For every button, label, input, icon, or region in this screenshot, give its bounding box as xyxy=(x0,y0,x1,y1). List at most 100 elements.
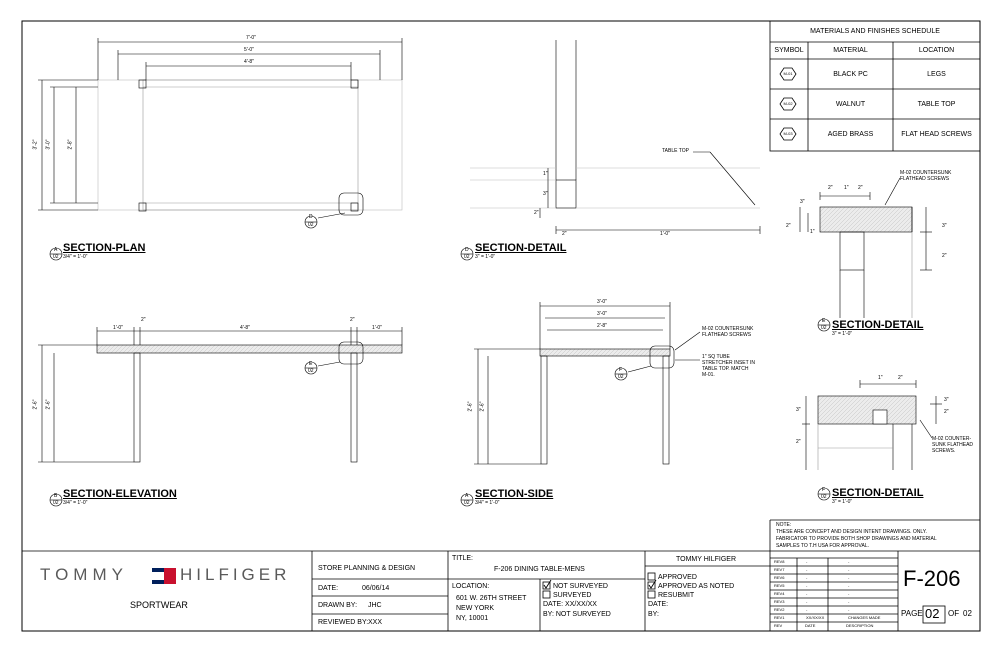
callout-d-sheet: 02 xyxy=(308,222,314,228)
drawn-by-label: DRAWN BY: xyxy=(318,602,358,609)
approved-label: APPROVED xyxy=(658,574,697,581)
callout-d-letter: D xyxy=(309,214,313,220)
section-detail-top-drawing xyxy=(460,40,761,261)
rev-header-date: DATE xyxy=(805,623,816,628)
materials-header-symbol: SYMBOL xyxy=(774,47,804,54)
scale-section-side: 3/4" = 1'-0" xyxy=(475,500,500,506)
revision-date-cell: - xyxy=(806,583,808,588)
dim-f-2b: 2" xyxy=(796,439,801,445)
resubmit-label: RESUBMIT xyxy=(658,592,695,599)
note-side-tube: 1" SQ TUBE STRETCHER INSET IN TABLE TOP.… xyxy=(702,354,755,378)
revision-date-cell: - xyxy=(806,567,808,572)
materials-row-1-symbol: M-01 xyxy=(783,71,793,76)
location-line-1: 601 W. 26TH STREET xyxy=(456,595,527,602)
section-elevation-drawing xyxy=(38,327,403,507)
approved-as-noted-label: APPROVED AS NOTED xyxy=(658,583,735,590)
scale-section-elevation: 3/4" = 1'-0" xyxy=(63,500,88,506)
callout-e-sheet: 02 xyxy=(308,368,314,374)
dim-e-2a: 2" xyxy=(828,185,833,191)
date-label: DATE: xyxy=(318,585,339,592)
dim-plan-7ft: 7'-0" xyxy=(246,35,256,41)
title-section-detail-e: SECTION-DETAIL xyxy=(832,319,924,331)
revision-date-cell: - xyxy=(806,559,808,564)
dim-elev-2-l: 2" xyxy=(141,317,146,323)
tag-plan-letter: A xyxy=(54,247,58,253)
revision-rev-cell: REV2 xyxy=(774,607,785,612)
survey-by-line: BY: NOT SURVEYED xyxy=(543,611,611,618)
tag-detail-f-letter: F xyxy=(822,487,826,493)
tommy-flag-logo xyxy=(152,568,176,584)
revision-date-cell: XX/XX/XX xyxy=(806,615,825,620)
rev-header-description: DESCRIPTION xyxy=(846,623,874,628)
dim-side-h-a: 2'-6" xyxy=(467,401,474,412)
dim-elev-2-r: 2" xyxy=(350,317,355,323)
title-section-detail-f: SECTION-DETAIL xyxy=(832,487,924,499)
title-section-side: SECTION-SIDE xyxy=(475,488,554,500)
tag-detail-sheet: 02 xyxy=(464,254,470,260)
materials-row-1-location: LEGS xyxy=(927,71,946,78)
materials-row-3-material: AGED BRASS xyxy=(827,131,874,138)
materials-row-3-symbol: M-03 xyxy=(783,131,793,136)
note-table-top: TABLE TOP xyxy=(662,148,689,154)
dim-elev-1ft-l: 1'-0" xyxy=(113,325,123,331)
scale-section-detail-f: 3" = 1'-0" xyxy=(832,499,853,505)
revision-desc-cell: - xyxy=(848,591,850,596)
reviewed-by-value: XXX xyxy=(368,619,383,626)
revision-date-cell: - xyxy=(806,575,808,580)
tag-detail-e-letter: E xyxy=(822,318,826,324)
location-label: LOCATION: xyxy=(452,583,490,590)
revision-rev-cell: REV3 xyxy=(774,599,785,604)
dim-plan-4ft8: 4'-8" xyxy=(244,59,254,65)
page-label: PAGE xyxy=(901,609,923,618)
materials-title: MATERIALS AND FINISHES SCHEDULE xyxy=(810,28,940,35)
of-label: OF xyxy=(948,609,960,618)
materials-table-grid xyxy=(769,20,981,152)
materials-row-1-material: BLACK PC xyxy=(833,71,868,78)
sheet-number: F-206 xyxy=(903,566,961,591)
approval-date-label: DATE: xyxy=(648,601,669,608)
dim-elev-h-b: 2'-6" xyxy=(45,399,52,410)
revision-date-cell: - xyxy=(806,599,808,604)
callout-f-letter: F xyxy=(619,367,623,373)
dim-side-3ft2: 3'-0" xyxy=(597,299,607,305)
scale-section-plan: 3/4" = 1'-0" xyxy=(63,254,88,260)
note-box xyxy=(769,519,980,551)
note-e-screws: M-02 COUNTERSUNK FLATHEAD SCREWS xyxy=(900,170,952,182)
revision-date-cell: - xyxy=(806,591,808,596)
page-number: 02 xyxy=(925,606,940,621)
location-line-3: NY, 10001 xyxy=(456,615,489,622)
scale-section-detail-top: 3" = 1'-0" xyxy=(475,254,496,260)
tag-elev-sheet: 02 xyxy=(53,500,59,506)
reviewed-by-label: REVIEWED BY: xyxy=(318,619,369,626)
location-line-2: NEW YORK xyxy=(456,605,494,612)
dim-plan-left-c: 2'-8" xyxy=(67,139,74,150)
dim-e-2c: 2" xyxy=(942,253,947,259)
title-label: TITLE: xyxy=(452,555,474,562)
revision-desc-cell: - xyxy=(848,567,850,572)
rev-header-rev: REV xyxy=(774,623,783,628)
dim-f-2: 2" xyxy=(898,375,903,381)
note-side-screws: M-02 COUNTERSUNK FLATHEAD SCREWS xyxy=(702,326,754,338)
dim-e-3b: 3" xyxy=(800,199,805,205)
approval-by-label: BY: xyxy=(648,611,659,618)
title-section-detail-top: SECTION-DETAIL xyxy=(475,242,567,254)
revision-desc-cell: - xyxy=(848,583,850,588)
dim-side-2ft8: 2'-8" xyxy=(597,323,607,329)
dim-det-2b: 2" xyxy=(562,231,567,237)
dim-e-3: 3" xyxy=(942,223,947,229)
brand-right: HILFIGER xyxy=(180,565,291,584)
tag-side-letter: A xyxy=(465,493,469,499)
materials-row-2-material: WALNUT xyxy=(835,101,866,108)
dim-plan-left-a: 3'-2" xyxy=(32,139,39,150)
materials-row-2-symbol: M-02 xyxy=(783,101,793,106)
dim-det-3: 3" xyxy=(543,191,548,197)
dim-e-1b: 1" xyxy=(810,229,815,235)
surveyed-label: SURVEYED xyxy=(553,592,592,599)
dim-f-1: 1" xyxy=(878,375,883,381)
revision-desc-cell: - xyxy=(848,607,850,612)
dim-det-1ft: 1'-0" xyxy=(660,231,670,237)
brand-left: TOMMY xyxy=(40,565,128,584)
note-line-2: FABRICATOR TO PROVIDE BOTH SHOP DRAWINGS… xyxy=(776,536,937,542)
revision-desc-cell: - xyxy=(848,559,850,564)
